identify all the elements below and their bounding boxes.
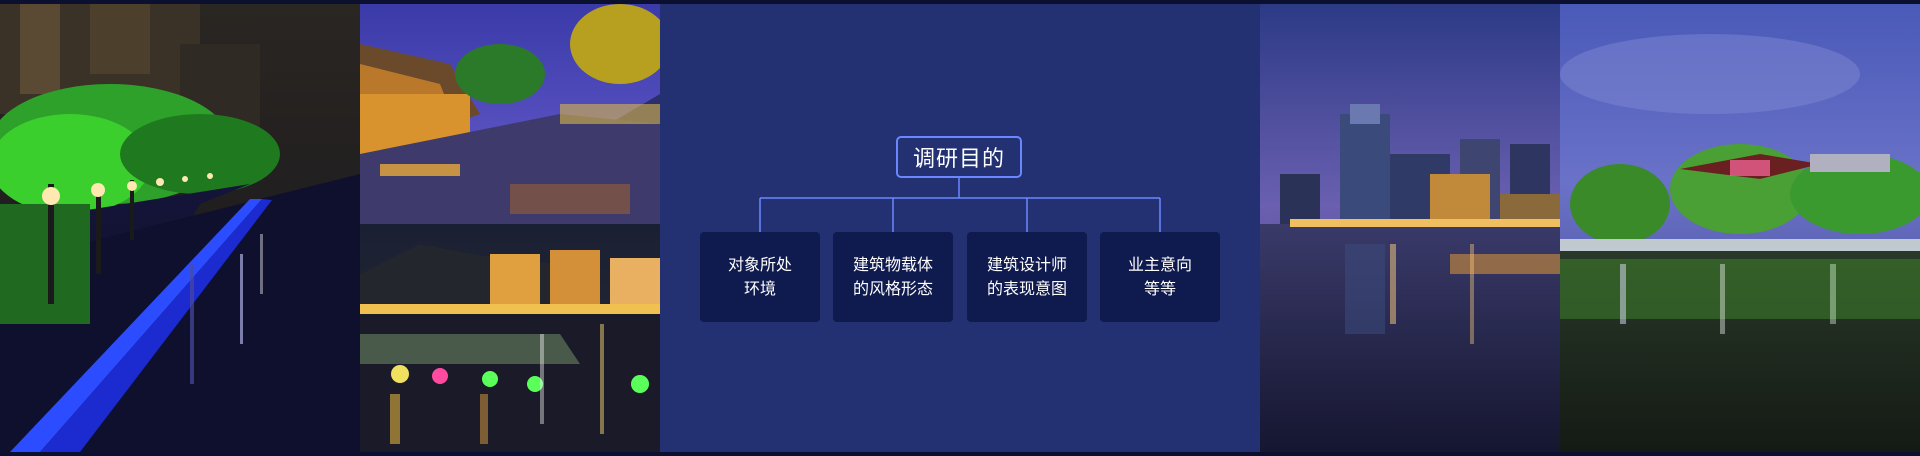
photo-garden-riverside bbox=[1560, 4, 1920, 452]
card-line: 对象所处 bbox=[727, 255, 792, 274]
photo-city-skyline-river bbox=[1260, 4, 1560, 452]
purpose-card-environment: 对象所处 环境 bbox=[700, 232, 820, 322]
card-line: 等等 bbox=[1143, 279, 1176, 298]
card-line: 建筑物载体 bbox=[852, 255, 933, 274]
photo-waterfront-lights bbox=[360, 224, 660, 452]
panel-title: 调研目的 bbox=[896, 136, 1022, 178]
card-line: 的风格形态 bbox=[852, 279, 933, 298]
photo-water-town-canal bbox=[360, 4, 660, 224]
card-line: 业主意向 bbox=[1127, 255, 1192, 274]
photo-riverside-promenade bbox=[0, 4, 360, 452]
research-purpose-panel: 调研目的 对象所处 环境 建筑物载体 的风格形态 建筑设计师 的表现意图 业主意… bbox=[660, 4, 1260, 452]
tree-connector-lines bbox=[759, 178, 1161, 232]
card-line: 建筑设计师 bbox=[986, 255, 1067, 274]
purpose-card-owner-intent: 业主意向 等等 bbox=[1100, 232, 1220, 322]
purpose-card-architect-intent: 建筑设计师 的表现意图 bbox=[967, 232, 1087, 322]
card-line: 环境 bbox=[743, 279, 776, 298]
card-line: 的表现意图 bbox=[986, 279, 1067, 298]
purpose-card-building-style: 建筑物载体 的风格形态 bbox=[833, 232, 953, 322]
